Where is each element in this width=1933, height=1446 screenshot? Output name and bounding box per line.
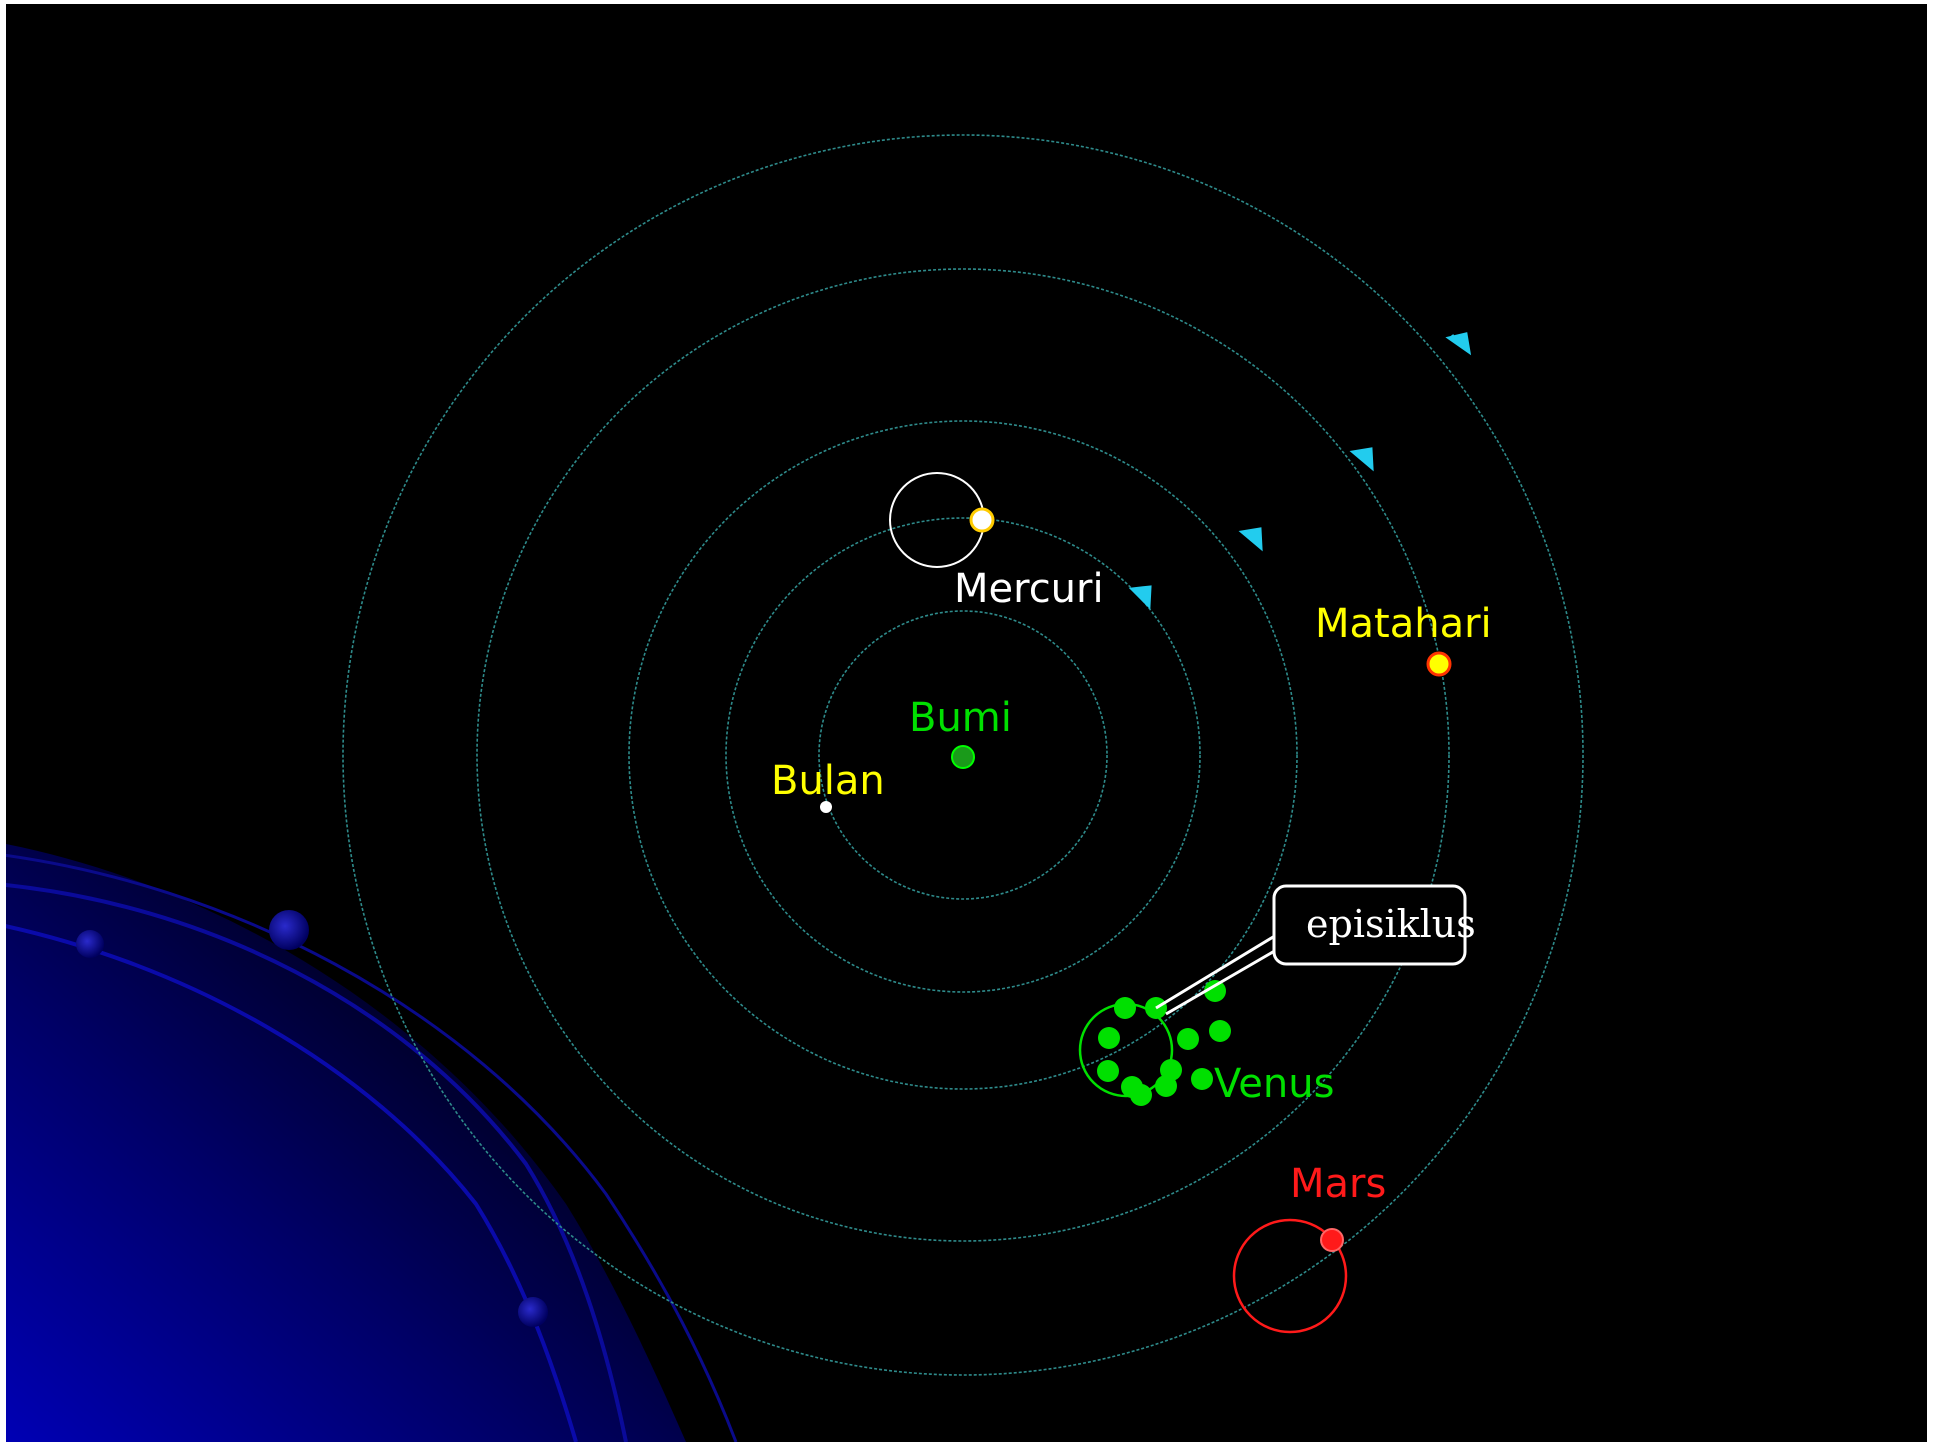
bulan-group: Bulan bbox=[771, 758, 885, 813]
orbit-direction-arrows bbox=[1128, 332, 1472, 610]
bumi-earth bbox=[951, 745, 975, 769]
orbit-direction-arrow-icon bbox=[1349, 447, 1374, 472]
orbit-5 bbox=[342, 134, 1584, 1376]
geocentric-diagram: Mercuri Matahari Bumi Bulan Ve bbox=[6, 134, 1584, 1442]
orbit-direction-arrow-icon bbox=[1128, 585, 1152, 610]
matahari-group: Matahari bbox=[1315, 601, 1492, 677]
bulan-label: Bulan bbox=[771, 758, 885, 804]
corner-decoration bbox=[6, 844, 738, 1442]
venus-group: Venus bbox=[1078, 980, 1334, 1107]
matahari-sun bbox=[1426, 651, 1452, 677]
mercuri-planet bbox=[969, 507, 995, 533]
callout-box bbox=[1272, 884, 1467, 966]
callout-label: episiklus bbox=[1306, 902, 1476, 946]
mars-planet bbox=[1320, 1228, 1344, 1252]
bulan-moon bbox=[820, 801, 832, 813]
mars-group: Mars bbox=[1232, 1161, 1386, 1334]
orbits bbox=[342, 134, 1584, 1376]
orbit-4 bbox=[476, 268, 1450, 1242]
orbit-3 bbox=[628, 420, 1298, 1090]
orbit-direction-arrow-icon bbox=[1445, 332, 1472, 356]
episiklus-callout: episiklus bbox=[1155, 884, 1476, 1016]
mercuri-label: Mercuri bbox=[954, 566, 1104, 612]
orbit-2 bbox=[725, 517, 1201, 993]
orbit-1 bbox=[818, 610, 1108, 900]
mars-epicycle bbox=[1232, 1218, 1348, 1334]
venus-trail bbox=[1097, 980, 1231, 1106]
bumi-label: Bumi bbox=[909, 695, 1012, 741]
mercuri-group: Mercuri bbox=[889, 472, 1104, 612]
mars-label: Mars bbox=[1290, 1161, 1386, 1207]
venus-label: Venus bbox=[1214, 1061, 1334, 1107]
matahari-label: Matahari bbox=[1315, 601, 1492, 647]
geocentric-model-slide: Mercuri Matahari Bumi Bulan Ve bbox=[6, 4, 1927, 1442]
orbit-direction-arrow-icon bbox=[1238, 527, 1263, 552]
bumi-group: Bumi bbox=[909, 695, 1012, 769]
